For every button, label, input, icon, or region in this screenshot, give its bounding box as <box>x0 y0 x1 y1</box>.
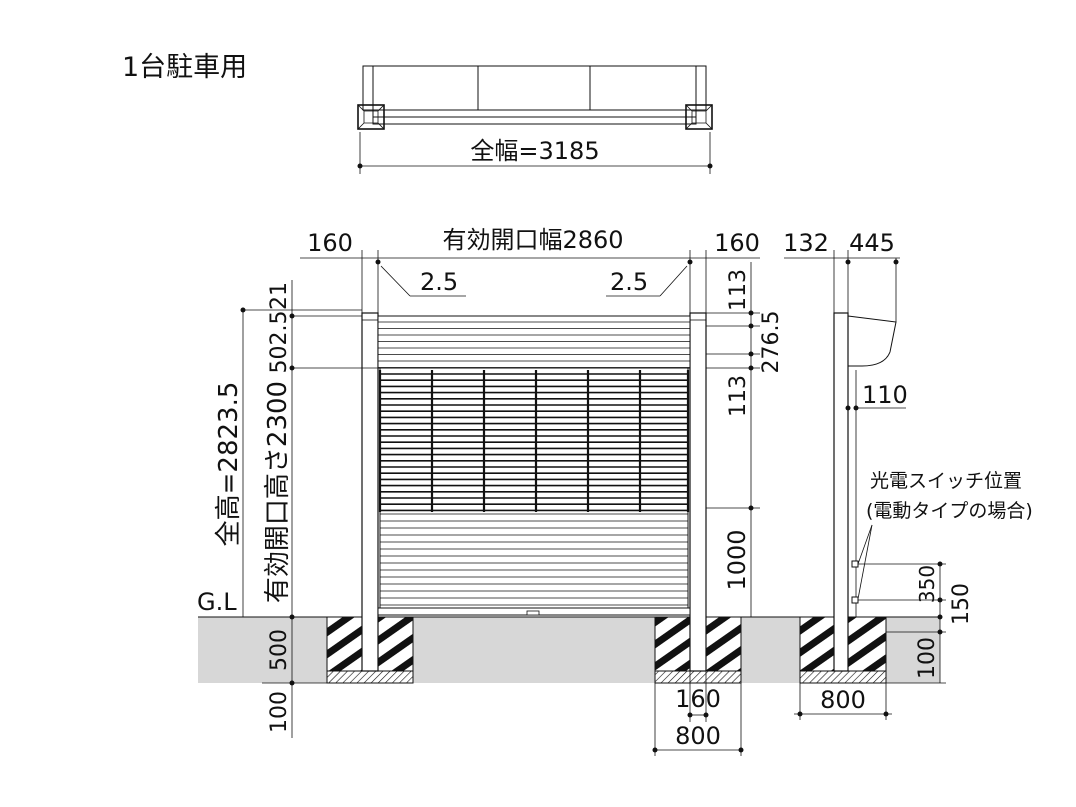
sensor-upper <box>851 560 859 568</box>
side-view: 132 445 110 光電スイッチ位置 (電動タイプの場合) 350 150 … <box>783 229 1033 720</box>
post-right <box>689 312 707 672</box>
gap-right-label: 2.5 <box>610 268 648 296</box>
dim-132: 132 <box>783 229 829 257</box>
dim-113-top: 113 <box>726 269 751 311</box>
ground-level-label: G.L <box>197 588 237 616</box>
dim-276-5: 276.5 <box>759 311 784 374</box>
dim-445: 445 <box>849 229 895 257</box>
shutter-box <box>377 315 691 369</box>
total-height-label: 全高=2823.5 <box>214 382 244 547</box>
sensor-lower <box>851 596 859 604</box>
dim-100-right: 100 <box>915 637 940 679</box>
total-width-label: 全幅=3185 <box>470 137 599 165</box>
sensor-label-2: (電動タイプの場合) <box>866 500 1033 522</box>
sensor-label-1: 光電スイッチ位置 <box>870 470 1022 492</box>
dim-113-mid: 113 <box>726 375 751 417</box>
dim-21: 21 <box>267 282 292 310</box>
drawing-title: 1台駐車用 <box>122 52 247 83</box>
gap-left-label: 2.5 <box>420 268 458 296</box>
side-hood <box>847 315 897 367</box>
dim-500: 500 <box>267 629 292 671</box>
plan-view: 全幅=3185 <box>357 65 713 174</box>
dim-110: 110 <box>862 381 908 409</box>
dim-100-left: 100 <box>267 691 292 733</box>
dim-350: 350 <box>915 565 939 603</box>
dim-800-side: 800 <box>820 686 866 714</box>
dim-150: 150 <box>949 583 974 625</box>
post-right-width: 160 <box>714 229 760 257</box>
dim-800-bottom: 800 <box>675 722 721 750</box>
dim-160-bottom: 160 <box>675 685 721 713</box>
dim-1000: 1000 <box>723 529 751 590</box>
post-left <box>361 312 379 672</box>
post-left-width: 160 <box>307 229 353 257</box>
opening-width-label: 有効開口幅2860 <box>442 226 623 254</box>
side-post <box>833 312 849 672</box>
opening-height-label: 有効開口高さ2300 <box>263 381 293 603</box>
dim-502-5: 502.5 <box>267 311 292 374</box>
front-view: 160 有効開口幅2860 160 2.5 2.5 全高=2823.5 有効開口… <box>197 226 784 756</box>
